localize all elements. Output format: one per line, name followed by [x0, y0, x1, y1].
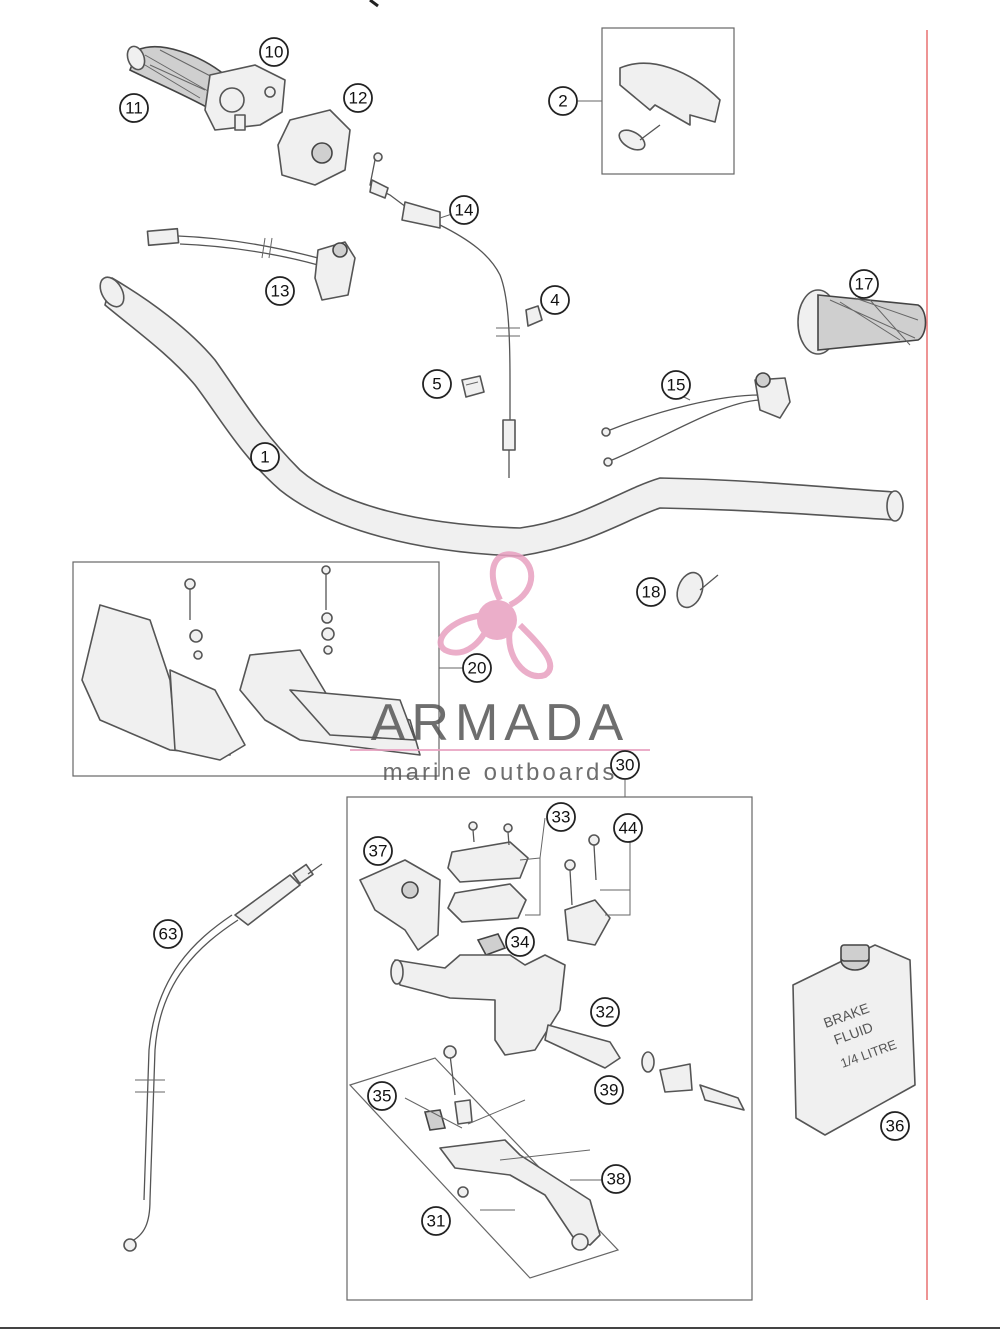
callout-11: 11: [119, 93, 149, 123]
svg-text:38: 38: [607, 1170, 626, 1189]
callout-33: 33: [546, 802, 576, 832]
svg-text:63: 63: [159, 925, 178, 944]
svg-text:2: 2: [558, 92, 567, 111]
cable-clip: [461, 375, 485, 398]
svg-text:5: 5: [432, 375, 441, 394]
svg-text:39: 39: [600, 1081, 619, 1100]
svg-text:37: 37: [369, 842, 388, 861]
leader-lines: [439, 100, 691, 401]
brake-hose: [123, 863, 323, 1252]
svg-text:11: 11: [125, 99, 143, 118]
svg-text:18: 18: [642, 583, 661, 602]
callout-31: 31: [421, 1206, 451, 1236]
svg-text:17: 17: [855, 275, 874, 294]
throttle-housing: [204, 64, 286, 131]
callout-34: 34: [505, 927, 535, 957]
svg-text:30: 30: [616, 756, 635, 775]
kill-switch: [146, 227, 356, 301]
callout-32: 32: [590, 997, 620, 1027]
housing-cover: [277, 109, 351, 186]
brake-master-cylinder-kit: [346, 780, 753, 1301]
callout-20: 20: [462, 653, 492, 683]
callout-13: 13: [265, 276, 295, 306]
svg-text:13: 13: [271, 282, 290, 301]
callout-39: 39: [594, 1075, 624, 1105]
svg-text:31: 31: [427, 1212, 446, 1231]
svg-text:44: 44: [619, 819, 638, 838]
svg-text:1: 1: [260, 448, 269, 467]
callout-18: 18: [636, 577, 666, 607]
callout-36: 36: [880, 1111, 910, 1141]
throttle-grip: [126, 45, 226, 112]
svg-text:32: 32: [596, 1003, 615, 1022]
callout-10: 10: [259, 37, 289, 67]
svg-text:20: 20: [468, 659, 487, 678]
watermark-tagline: marine outboards: [383, 759, 618, 786]
svg-text:34: 34: [511, 933, 530, 952]
cover-kit: [601, 27, 735, 175]
light-switch: [601, 372, 791, 467]
callout-5: 5: [422, 369, 452, 399]
svg-text:35: 35: [373, 1087, 392, 1106]
callout-37: 37: [363, 836, 393, 866]
callout-17: 17: [849, 269, 879, 299]
callout-12: 12: [343, 83, 373, 113]
propeller-logo: [437, 551, 554, 680]
callout-1: 1: [250, 442, 280, 472]
throttle-cable: [369, 152, 520, 478]
callout-38: 38: [601, 1164, 631, 1194]
brake-fluid-bottle: BRAKE FLUID 1/4 LITRE: [792, 944, 916, 1136]
callout-14: 14: [449, 195, 479, 225]
callout-4: 4: [540, 285, 570, 315]
handguard-kit: [72, 561, 463, 777]
watermark-brand: ARMADA: [371, 694, 629, 752]
cable-cap: [525, 305, 543, 327]
svg-text:15: 15: [667, 376, 686, 395]
cable-tie: [676, 571, 719, 609]
svg-text:33: 33: [552, 808, 571, 827]
svg-text:10: 10: [265, 43, 284, 62]
callout-35: 35: [367, 1081, 397, 1111]
callout-2: 2: [548, 86, 578, 116]
svg-text:14: 14: [455, 201, 474, 220]
armada-watermark: ARMADA marine outboards: [350, 551, 650, 786]
callout-44: 44: [613, 813, 643, 843]
svg-text:36: 36: [886, 1117, 905, 1136]
callout-30: 30: [610, 750, 640, 780]
left-grip: [797, 289, 927, 355]
callout-15: 15: [661, 370, 691, 400]
handlebar: [99, 276, 904, 557]
svg-text:4: 4: [550, 291, 559, 310]
svg-text:12: 12: [349, 89, 368, 108]
callout-63: 63: [153, 919, 183, 949]
